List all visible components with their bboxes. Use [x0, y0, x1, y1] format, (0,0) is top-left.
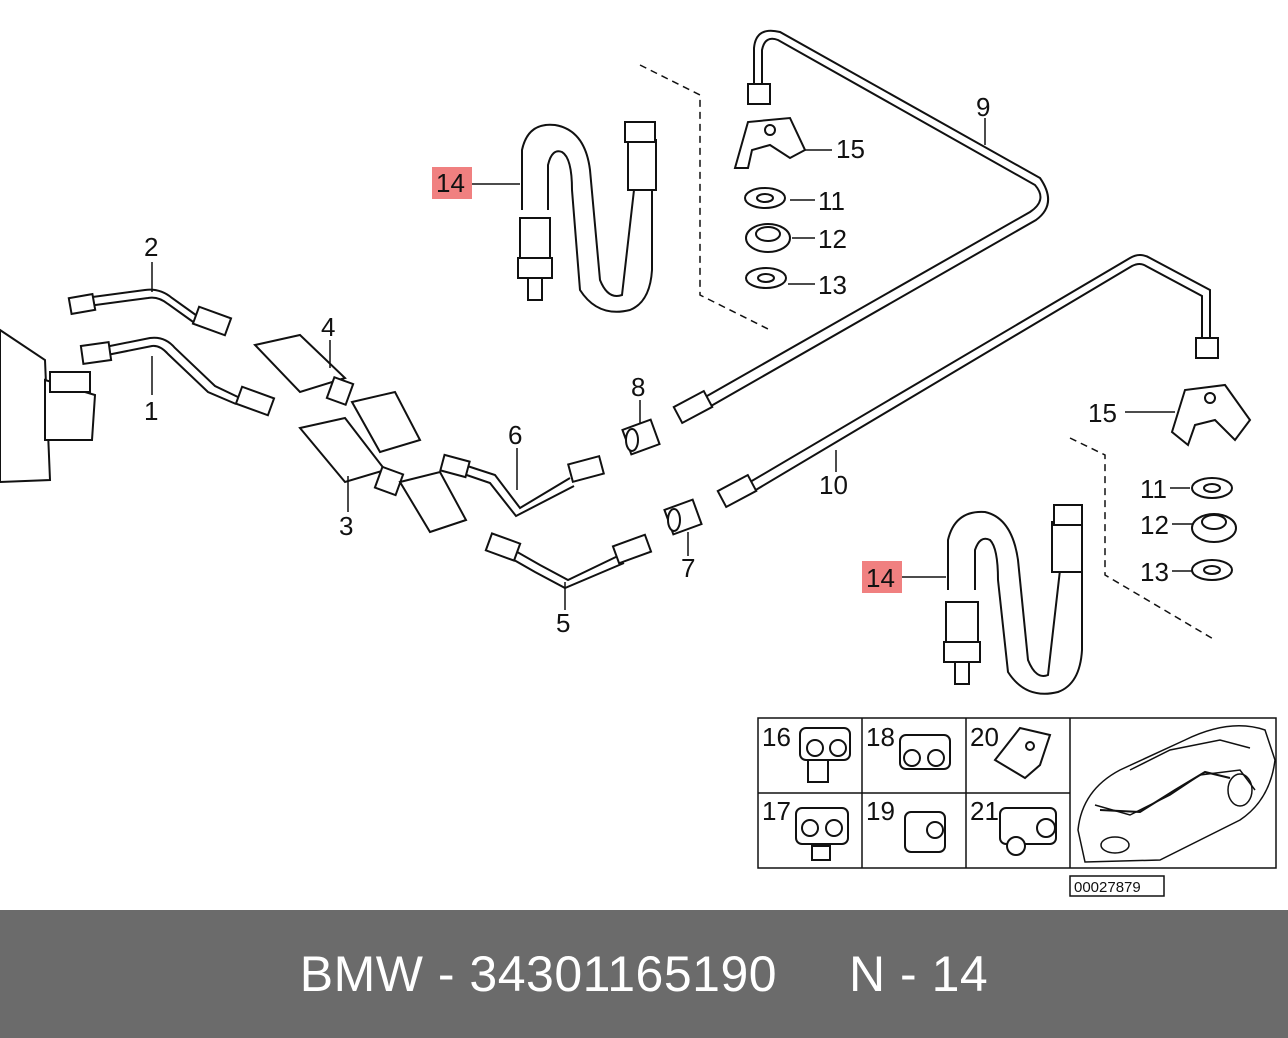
inset-cell-21: 21 — [970, 796, 999, 826]
hose-4 — [253, 333, 422, 454]
label-part-15-lower: 15 — [1088, 398, 1117, 428]
label-part-9: 9 — [976, 92, 990, 122]
label-part-13-upper: 13 — [818, 270, 847, 300]
inset-cell-20: 20 — [970, 722, 999, 752]
brake-hose-14-upper — [517, 121, 657, 313]
label-part-8: 8 — [631, 372, 645, 402]
label-part-5: 5 — [556, 608, 570, 638]
pipe-2 — [67, 288, 233, 337]
label-part-1: 1 — [144, 396, 158, 426]
label-part-4: 4 — [321, 312, 335, 342]
highlight-part-14-lower — [862, 561, 902, 593]
washers-lower — [1191, 477, 1237, 581]
inset-cell-17: 17 — [762, 796, 791, 826]
ref-number-box — [1069, 875, 1165, 897]
pipe-5 — [484, 532, 653, 590]
footer-bar: BMW - 34301165190 N - 14 — [0, 910, 1288, 1038]
nut-7 — [663, 498, 703, 536]
label-part-11-upper: 11 — [818, 186, 845, 216]
pipe-1 — [79, 336, 276, 417]
dashed-guide-lower — [1069, 437, 1216, 641]
parts-diagram: 2 1 4 3 6 5 8 7 9 10 15 11 12 13 15 11 1… — [0, 29, 1277, 897]
ref-number: 00027879 — [1074, 879, 1141, 896]
label-part-11-lower: 11 — [1140, 474, 1167, 504]
label-part-13-lower: 13 — [1140, 557, 1169, 587]
label-part-6: 6 — [508, 420, 522, 450]
highlight-part-14-upper — [432, 167, 472, 199]
inset-cell-18: 18 — [866, 722, 895, 752]
inset-cell-16: 16 — [762, 722, 791, 752]
footer-part-number: BMW - 34301165190 N - 14 — [299, 946, 989, 1002]
label-part-14-lower: 14 — [866, 563, 895, 593]
nut-8 — [621, 418, 661, 456]
brake-hose-14-lower — [943, 504, 1083, 695]
label-part-14-upper: 14 — [436, 168, 465, 198]
leader-lines — [151, 118, 1192, 610]
bracket-15-lower — [1170, 383, 1252, 447]
pipe-9 — [672, 29, 1049, 425]
inset-cell-19: 19 — [866, 796, 895, 826]
inset-clip-table: 16 18 20 17 19 21 — [757, 717, 1277, 869]
label-part-15-upper: 15 — [836, 134, 865, 164]
label-part-2: 2 — [144, 232, 158, 262]
dashed-guide-upper — [639, 64, 771, 331]
brake-unit — [0, 328, 97, 484]
label-part-12-upper: 12 — [818, 224, 847, 254]
hose-3 — [298, 416, 468, 534]
pipe-10 — [716, 254, 1219, 509]
pipe-6 — [439, 453, 606, 518]
label-part-7: 7 — [681, 553, 695, 583]
car-location-sketch — [1077, 725, 1276, 863]
label-part-12-lower: 12 — [1140, 510, 1169, 540]
bracket-15-upper — [733, 116, 807, 169]
washers-upper — [744, 187, 791, 289]
label-part-3: 3 — [339, 511, 353, 541]
label-part-10: 10 — [819, 470, 848, 500]
